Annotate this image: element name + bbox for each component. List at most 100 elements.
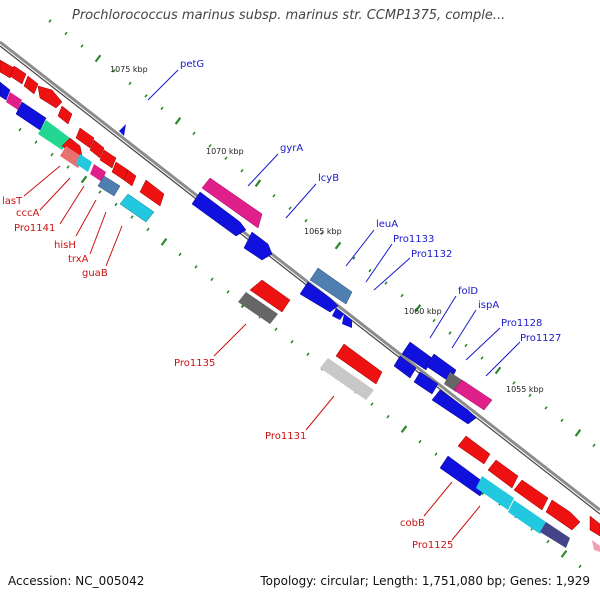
gene-label-ispA[interactable]: ispA xyxy=(478,300,499,311)
feature-arrow[interactable] xyxy=(309,267,353,305)
gene-label-cobB[interactable]: cobB xyxy=(400,518,425,529)
scale-tick xyxy=(128,81,132,86)
scale-tick xyxy=(400,425,408,433)
summary-text: Topology: circular; Length: 1,751,080 bp… xyxy=(260,574,590,588)
feature-arrow[interactable] xyxy=(393,355,417,379)
scale-tick xyxy=(434,452,438,456)
scale-tick xyxy=(178,252,182,257)
scale-tick xyxy=(334,241,342,250)
feature-arrow[interactable] xyxy=(139,179,165,207)
feature-arrow[interactable] xyxy=(89,139,105,159)
scale-tick xyxy=(94,54,102,63)
feature-arrow[interactable] xyxy=(90,164,106,182)
scale-tick xyxy=(370,402,374,406)
feature-arrow[interactable] xyxy=(76,154,92,172)
scale-tick xyxy=(560,418,564,423)
scale-tick xyxy=(98,190,102,194)
gene-label-Pro1127[interactable]: Pro1127 xyxy=(520,333,561,344)
scale-label: 1065 kbp xyxy=(304,227,342,236)
feature-arrow[interactable] xyxy=(0,81,11,101)
gene-label-lasT[interactable]: lasT xyxy=(2,196,23,207)
feature-arrow[interactable] xyxy=(487,459,519,489)
reverse-strand-features xyxy=(0,59,600,552)
gene-label-trxA[interactable]: trxA xyxy=(68,254,89,265)
feature-arrow[interactable] xyxy=(191,191,247,237)
gene-label-leuA[interactable]: leuA xyxy=(376,219,398,230)
gene-label-gyrA[interactable]: gyrA xyxy=(280,143,303,154)
scale-tick xyxy=(432,318,436,323)
feature-arrow[interactable] xyxy=(249,279,291,313)
feature-arrow[interactable] xyxy=(545,499,581,531)
gene-label-folD[interactable]: folD xyxy=(458,286,478,297)
feature-arrow[interactable] xyxy=(592,540,600,552)
scale-label: 1075 kbp xyxy=(110,65,148,74)
feature-arrow[interactable] xyxy=(335,343,383,385)
gene-label-guaB[interactable]: guaB xyxy=(82,268,108,279)
feature-arrow[interactable] xyxy=(75,127,95,149)
gene-label-Pro1141[interactable]: Pro1141 xyxy=(14,223,55,234)
gene-label-Pro1135[interactable]: Pro1135 xyxy=(174,358,215,369)
scale-labels: 1075 kbp 1070 kbp 1065 kbp 1060 kbp 1055… xyxy=(110,65,544,394)
label-leader-line xyxy=(23,165,61,197)
feature-arrow[interactable] xyxy=(9,65,27,85)
feature-arrow[interactable] xyxy=(38,120,70,150)
feature-arrow[interactable] xyxy=(431,389,477,425)
scale-tick xyxy=(544,406,548,410)
gene-label-lcyB[interactable]: lcyB xyxy=(318,173,339,184)
scale-tick xyxy=(288,206,292,210)
gene-label-Pro1131[interactable]: Pro1131 xyxy=(265,431,306,442)
scale-tick xyxy=(240,168,244,173)
feature-arrow[interactable] xyxy=(37,85,63,109)
feature-arrow[interactable] xyxy=(0,59,15,79)
feature-arrow[interactable] xyxy=(332,308,344,320)
feature-arrow[interactable] xyxy=(6,92,22,110)
scale-tick xyxy=(112,69,116,73)
feature-arrow[interactable] xyxy=(23,75,39,95)
feature-arrow[interactable] xyxy=(15,101,47,131)
feature-arrow[interactable] xyxy=(119,193,155,223)
feature-arrow[interactable] xyxy=(97,175,121,197)
gene-label-petG[interactable]: petG xyxy=(180,59,204,70)
feature-arrow[interactable] xyxy=(123,169,137,187)
feature-arrow[interactable] xyxy=(439,455,487,497)
gene-label-Pro1125[interactable]: Pro1125 xyxy=(412,540,453,551)
scale-tick xyxy=(304,218,308,223)
feature-arrow[interactable] xyxy=(413,371,439,395)
feature-arrow[interactable] xyxy=(99,149,117,169)
gene-label-Pro1128[interactable]: Pro1128 xyxy=(501,318,542,329)
scale-tick xyxy=(48,19,52,23)
scale-tick xyxy=(224,156,228,161)
feature-arrow[interactable] xyxy=(401,341,433,371)
gene-label-Pro1133[interactable]: Pro1133 xyxy=(393,234,434,245)
feature-arrow[interactable] xyxy=(342,314,352,328)
scale-tick xyxy=(272,193,276,198)
feature-arrow[interactable] xyxy=(320,358,374,400)
feature-arrow[interactable] xyxy=(243,231,273,261)
feature-arrow[interactable] xyxy=(457,435,491,465)
scale-tick xyxy=(528,393,532,398)
feature-arrow[interactable] xyxy=(589,515,600,537)
feature-arrow[interactable] xyxy=(57,105,73,125)
feature-arrow[interactable] xyxy=(201,177,263,229)
scale-tick xyxy=(80,175,88,184)
gene-label-cccA[interactable]: cccA xyxy=(16,208,39,219)
scale-tick xyxy=(578,564,582,569)
gene-label-Pro1132[interactable]: Pro1132 xyxy=(411,249,452,260)
feature-arrow[interactable] xyxy=(513,479,549,511)
feature-arrow[interactable] xyxy=(238,292,278,324)
feature-arrow[interactable] xyxy=(540,522,570,548)
scale-tick xyxy=(34,140,38,144)
forward-gene-labels: petG gyrA lcyB leuA Pro1133 Pro1132 folD… xyxy=(147,59,561,377)
feature-arrow[interactable] xyxy=(299,281,339,313)
scale-tick xyxy=(114,202,118,207)
label-leader-line xyxy=(451,309,477,349)
gene-label-hisH[interactable]: hisH xyxy=(54,240,76,251)
label-leader-line xyxy=(423,481,453,517)
scale-tick xyxy=(386,414,390,419)
feature-arrow[interactable] xyxy=(476,476,514,510)
scale-tick xyxy=(160,238,168,246)
label-leader-line xyxy=(147,69,179,101)
feature-arrow[interactable] xyxy=(453,379,493,411)
feature-arrow[interactable] xyxy=(119,124,126,136)
feature-arrow[interactable] xyxy=(508,500,546,534)
